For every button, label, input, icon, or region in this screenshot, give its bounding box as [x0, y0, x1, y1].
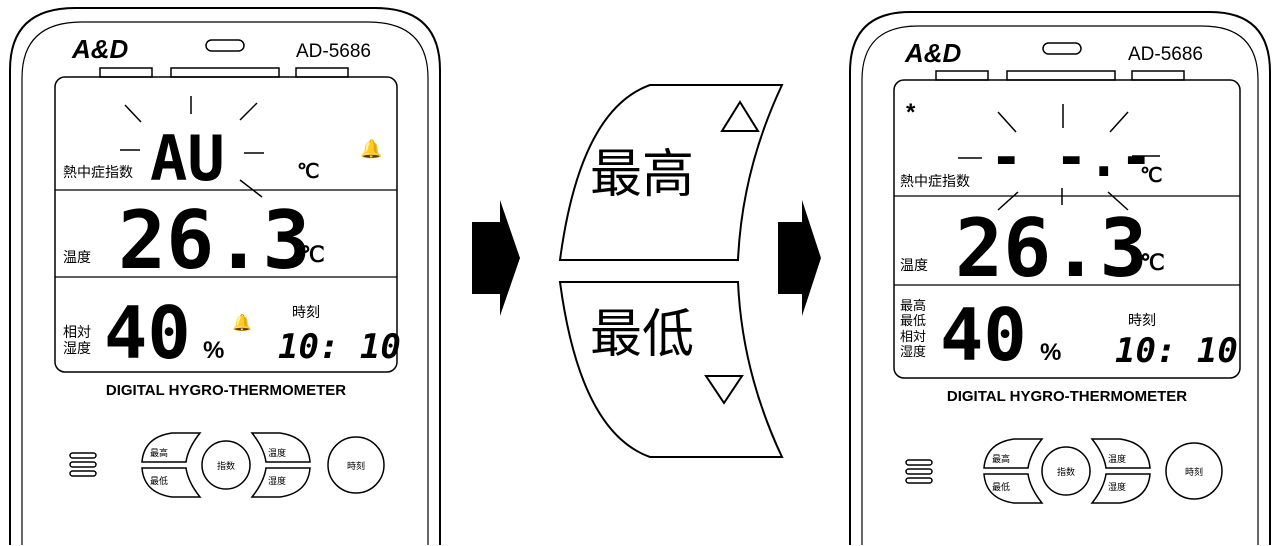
max-key-closeup	[558, 84, 784, 261]
right-speaker-grille-icon	[905, 459, 933, 484]
min-key-closeup-label: 最低	[590, 305, 694, 365]
right-hum-unit: %	[1040, 339, 1061, 366]
right-temp-label: 温度	[900, 258, 928, 274]
left-logo: A&D	[71, 34, 129, 64]
right-index-button[interactable]	[1041, 446, 1091, 496]
left-model-number: AD-5686	[296, 41, 371, 62]
left-temp-button[interactable]	[250, 432, 311, 463]
right-footer-title: DIGITAL HYGRO-THERMOMETER	[947, 388, 1187, 405]
left-flash-rays	[120, 96, 264, 198]
left-index-button-label: 指数	[217, 460, 235, 472]
right-time-label: 時刻	[1128, 313, 1156, 329]
left-hum-label-line2: 湿度	[63, 341, 91, 357]
arrow-right-2	[778, 200, 821, 316]
left-wbgt-value: AU	[150, 122, 225, 195]
left-max-button-label: 最高	[150, 447, 168, 459]
right-top-tab-1	[935, 70, 989, 81]
right-max-button[interactable]	[983, 438, 1044, 469]
left-top-tab-2	[170, 67, 280, 78]
right-max-button-label: 最高	[992, 453, 1010, 465]
right-sensor-slot	[1042, 42, 1082, 55]
left-top-tab-3	[295, 67, 349, 78]
right-device: A&D AD-5686 * 熱中症指数 - -.- ℃ 温度 26.3 ℃ 最高…	[849, 11, 1271, 545]
right-model-number: AD-5686	[1128, 44, 1203, 65]
left-max-button[interactable]	[141, 432, 202, 463]
left-speaker-grille-icon	[69, 452, 97, 477]
right-temp-unit: ℃	[1140, 250, 1165, 275]
right-temp-value: 26.3	[955, 202, 1148, 295]
left-min-button[interactable]	[141, 467, 202, 498]
left-wbgt-unit: ℃	[297, 161, 319, 183]
max-key-closeup-label: 最高	[590, 145, 694, 205]
right-min-indicator: 最低	[900, 314, 926, 329]
left-temp-unit: ℃	[300, 242, 325, 267]
right-clock-button-label: 時刻	[1185, 466, 1203, 478]
right-min-button[interactable]	[983, 473, 1044, 504]
right-top-tab-3	[1131, 70, 1185, 81]
right-clock-button[interactable]	[1165, 442, 1223, 500]
right-index-button-label: 指数	[1057, 466, 1075, 478]
up-triangle-icon	[720, 100, 760, 132]
left-clock-button[interactable]	[327, 436, 385, 494]
right-temp-button[interactable]	[1090, 438, 1151, 469]
right-max-indicator: 最高	[900, 298, 926, 314]
right-hum-label-line2: 湿度	[900, 344, 926, 360]
left-hum-label-line1: 相対	[63, 325, 91, 341]
left-clock-button-label: 時刻	[347, 460, 365, 472]
right-min-button-label: 最低	[992, 481, 1010, 493]
left-device-inner-outline	[21, 21, 429, 545]
middle-key-closeup: 最高 最低	[558, 84, 784, 458]
right-temp-button-label: 温度	[1108, 453, 1126, 465]
left-index-button[interactable]	[201, 440, 251, 490]
left-humidity-button[interactable]	[250, 467, 311, 498]
right-time-value: 10: 10	[1115, 331, 1238, 371]
left-hum-alarm-bell-icon: 🔔	[232, 314, 252, 332]
left-top-tab-1	[99, 67, 153, 78]
right-flash-rays	[958, 104, 1160, 211]
right-button-cluster: 最高 最低 指数 温度 湿度 時刻	[983, 438, 1223, 504]
right-logo: A&D	[904, 38, 962, 68]
right-hum-label-line1: 相対	[900, 330, 926, 345]
left-time-value: 10: 10	[278, 327, 401, 367]
right-wbgt-label: 熱中症指数	[900, 174, 970, 190]
arrow-right-1	[472, 200, 520, 316]
left-humidity-button-label: 湿度	[268, 475, 286, 487]
right-asterisk-indicator: *	[906, 99, 916, 126]
down-triangle-icon	[704, 375, 744, 405]
right-wbgt-unit: ℃	[1140, 165, 1162, 187]
left-hum-unit: %	[203, 337, 224, 364]
left-min-button-label: 最低	[150, 475, 168, 487]
right-lcd-screen	[893, 79, 1241, 379]
left-time-label: 時刻	[292, 305, 320, 321]
left-temp-button-label: 温度	[268, 447, 286, 459]
left-button-cluster: 最高 最低 指数 温度 湿度 時刻	[141, 432, 385, 498]
left-lcd-screen	[54, 76, 398, 373]
left-temp-value: 26.3	[118, 194, 311, 287]
left-device-body	[9, 7, 441, 545]
right-device-inner-outline	[861, 25, 1259, 545]
right-top-tab-2	[1006, 70, 1116, 81]
right-humidity-button-label: 湿度	[1108, 481, 1126, 493]
left-sensor-slot	[205, 39, 245, 52]
right-hum-value: 40	[940, 293, 1027, 377]
left-hum-value: 40	[104, 291, 191, 375]
right-device-body	[849, 11, 1271, 545]
left-alarm-bell-icon: 🔔	[360, 139, 382, 159]
left-footer-title: DIGITAL HYGRO-THERMOMETER	[106, 382, 346, 399]
left-device: A&D AD-5686 熱中症指数 AU ℃ 🔔 温度 26.3 ℃ 相対 湿度…	[9, 7, 441, 545]
right-humidity-button[interactable]	[1090, 473, 1151, 504]
right-wbgt-value: - -.-	[990, 126, 1153, 189]
left-wbgt-label: 熱中症指数	[63, 165, 133, 181]
left-temp-label: 温度	[63, 250, 91, 266]
min-key-closeup	[558, 281, 784, 458]
